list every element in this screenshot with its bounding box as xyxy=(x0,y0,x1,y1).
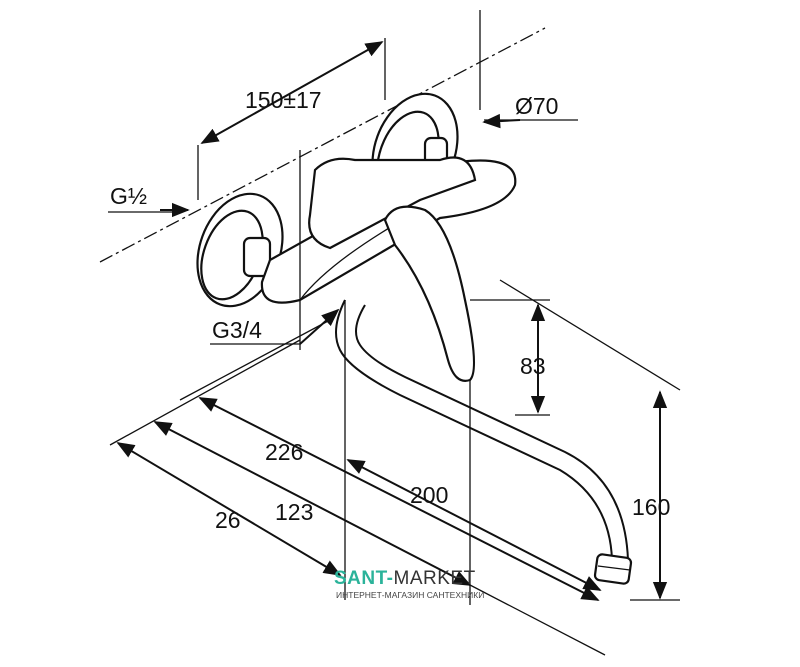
watermark-logo: SANT-MARKET ИНТЕРНЕТ-МАГАЗИН САНТЕХНИКИ xyxy=(334,569,484,601)
dim-body-depth: 123 xyxy=(153,421,606,656)
svg-text:G½: G½ xyxy=(110,183,147,209)
dim-lever-height: 83 xyxy=(470,299,550,416)
dim-wall-offset: 26 xyxy=(116,442,342,576)
lever-handle xyxy=(383,205,476,382)
svg-text:Ø70: Ø70 xyxy=(515,93,558,119)
svg-text:226: 226 xyxy=(265,439,303,465)
svg-text:200: 200 xyxy=(410,482,448,508)
watermark-brand: SANT-MARKET xyxy=(334,569,484,589)
watermark-brand-part1: SANT- xyxy=(334,568,394,589)
ext-line xyxy=(109,339,301,446)
dim-spout-height: 160 xyxy=(499,279,681,601)
ext-line xyxy=(179,319,331,401)
dim-diameter: Ø70 xyxy=(479,10,578,129)
svg-text:123: 123 xyxy=(275,499,313,525)
dim-inlet-thread: G½ xyxy=(108,183,190,218)
watermark-subtitle: ИНТЕРНЕТ-МАГАЗИН САНТЕХНИКИ xyxy=(336,590,485,600)
svg-text:160: 160 xyxy=(632,494,670,520)
svg-text:26: 26 xyxy=(215,507,241,533)
svg-text:150±17: 150±17 xyxy=(245,87,322,113)
dim-outlet-thread: G3/4 xyxy=(210,308,340,345)
left-rosette xyxy=(196,192,284,308)
wall-centerline xyxy=(99,27,546,263)
svg-text:G3/4: G3/4 xyxy=(212,317,262,343)
dim-spacing: 150±17 xyxy=(197,38,386,200)
svg-text:83: 83 xyxy=(520,353,546,379)
watermark-brand-part2: MARKET xyxy=(393,568,476,589)
